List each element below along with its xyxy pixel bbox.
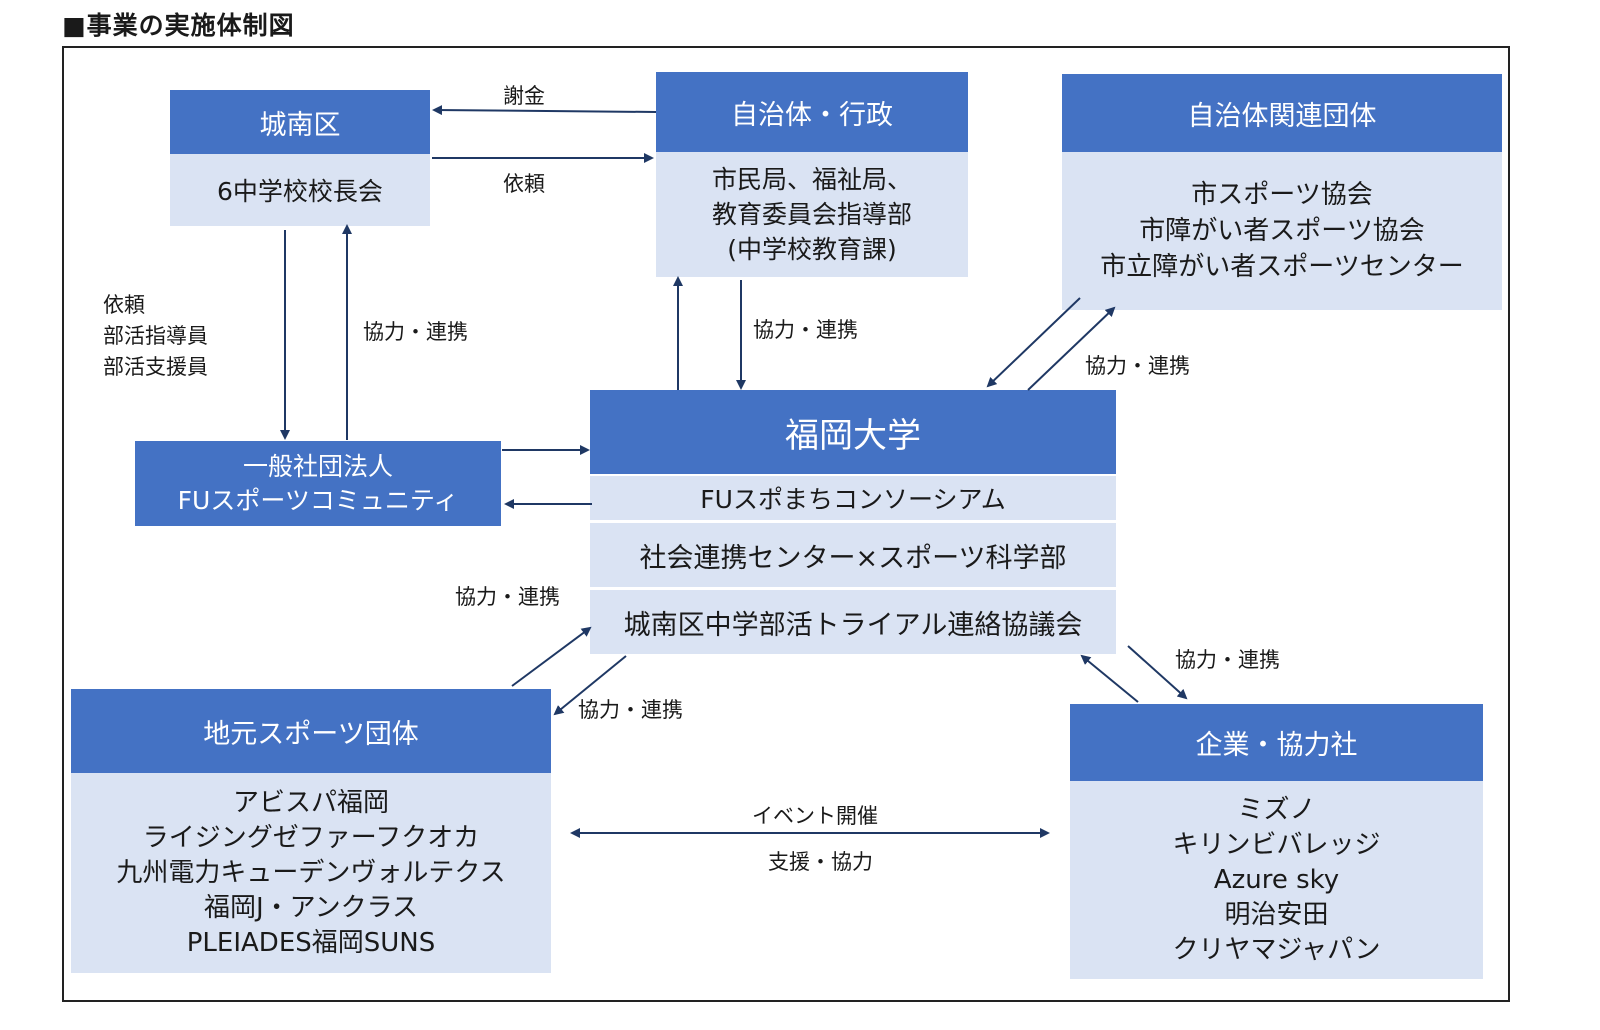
arrow-local-to-univ <box>511 626 592 687</box>
johnan-ward-header: 城南区 <box>170 90 430 154</box>
fu-community-line: 一般社団法人 <box>242 451 393 481</box>
johnan-ward-box: 城南区 6中学校校長会 <box>170 90 430 226</box>
company-item: Azure sky <box>1213 864 1340 895</box>
label-irai: 依頼 <box>503 172 545 196</box>
arrow-univ-to-local <box>553 655 627 716</box>
municipal-assoc-header: 自治体関連団体 <box>1062 74 1502 152</box>
label-coop-council: 協力・連携 <box>455 585 560 609</box>
municipal-gov-header: 自治体・行政 <box>656 72 968 152</box>
social-collab-center: 社会連携センター×スポーツ科学部 <box>590 523 1116 587</box>
johnan-principals-council: 6中学校校長会 <box>170 154 430 226</box>
arrow-corp-to-univ <box>1080 654 1139 703</box>
label-coop-left: 協力・連携 <box>363 320 468 344</box>
company-item: 明治安田 <box>1224 899 1329 930</box>
label-shakin: 謝金 <box>503 84 545 108</box>
fukuoka-university-box: 福岡大学 FUスポまちコンソーシアム 社会連携センター×スポーツ科学部 城南区中… <box>590 390 1116 654</box>
companies-body: ミズノ キリンビバレッジ Azure sky 明治安田 クリヤマジャパン <box>1070 781 1483 979</box>
label-coop-gov: 協力・連携 <box>753 318 858 342</box>
request-line: 依頼 <box>103 293 145 317</box>
company-item: ミズノ <box>1237 794 1316 825</box>
local-team: アビスパ福岡 <box>232 787 389 818</box>
municipal-assoc-body: 市スポーツ協会 市障がい者スポーツ協会 市立障がい者スポーツセンター <box>1062 152 1502 310</box>
fu-community-line: FUスポーツコミュニティ <box>177 485 459 515</box>
assoc-line: 市立障がい者スポーツセンター <box>1100 252 1464 282</box>
label-coop-local: 協力・連携 <box>578 698 683 722</box>
request-line: 部活支援員 <box>103 355 208 379</box>
local-team: PLEIADES福岡SUNS <box>186 927 436 958</box>
arrow-assoc-to-univ <box>986 297 1081 388</box>
johnan-trial-council: 城南区中学部活トライアル連絡協議会 <box>590 590 1116 654</box>
local-sports-header: 地元スポーツ団体 <box>71 689 551 773</box>
arrow-univ-to-assoc <box>1027 306 1116 391</box>
fu-spomachi-consortium: FUスポまちコンソーシアム <box>590 476 1116 520</box>
assoc-line: 市スポーツ協会 <box>1191 180 1373 210</box>
company-item: クリヤマジャパン <box>1172 934 1381 965</box>
label-support: 支援・協力 <box>768 850 873 874</box>
companies-box: 企業・協力社 ミズノ キリンビバレッジ Azure sky 明治安田 クリヤマジ… <box>1070 704 1483 979</box>
gov-line: 教育委員会指導部 <box>711 200 912 229</box>
companies-header: 企業・協力社 <box>1070 704 1483 781</box>
arrow-univ-to-corp <box>1127 645 1188 700</box>
fu-sports-community-box: 一般社団法人 FUスポーツコミュニティ <box>135 441 501 526</box>
arrow-shakin <box>432 105 657 116</box>
local-sports-body: アビスパ福岡 ライジングゼファーフクオカ 九州電力キューデンヴォルテクス 福岡J… <box>71 773 551 973</box>
label-coop-assoc: 協力・連携 <box>1085 354 1190 378</box>
diagram-frame <box>62 46 1510 1002</box>
local-team: 九州電力キューデンヴォルテクス <box>116 857 506 888</box>
gov-line: (中学校教育課) <box>727 235 897 264</box>
municipal-gov-box: 自治体・行政 市民局、福祉局、 教育委員会指導部 (中学校教育課) <box>656 72 968 277</box>
local-sports-box: 地元スポーツ団体 アビスパ福岡 ライジングゼファーフクオカ 九州電力キューデンヴ… <box>71 689 551 973</box>
company-item: キリンビバレッジ <box>1172 829 1381 860</box>
assoc-line: 市障がい者スポーツ協会 <box>1139 216 1425 246</box>
local-team: ライジングゼファーフクオカ <box>142 822 480 853</box>
label-coop-corp: 協力・連携 <box>1175 648 1280 672</box>
local-team: 福岡J・アンクラス <box>203 892 419 923</box>
fu-sports-community: 一般社団法人 FUスポーツコミュニティ <box>135 441 501 526</box>
request-line: 部活指導員 <box>103 324 208 348</box>
gov-line: 市民局、福祉局、 <box>711 165 912 194</box>
label-event: イベント開催 <box>752 804 878 828</box>
municipal-gov-body: 市民局、福祉局、 教育委員会指導部 (中学校教育課) <box>656 152 968 277</box>
fukuoka-university-header: 福岡大学 <box>590 390 1116 474</box>
municipal-assoc-box: 自治体関連団体 市スポーツ協会 市障がい者スポーツ協会 市立障がい者スポーツセン… <box>1062 74 1502 310</box>
page-title: ■事業の実施体制図 <box>62 11 295 40</box>
label-request: 依頼 部活指導員 部活支援員 <box>103 290 208 383</box>
